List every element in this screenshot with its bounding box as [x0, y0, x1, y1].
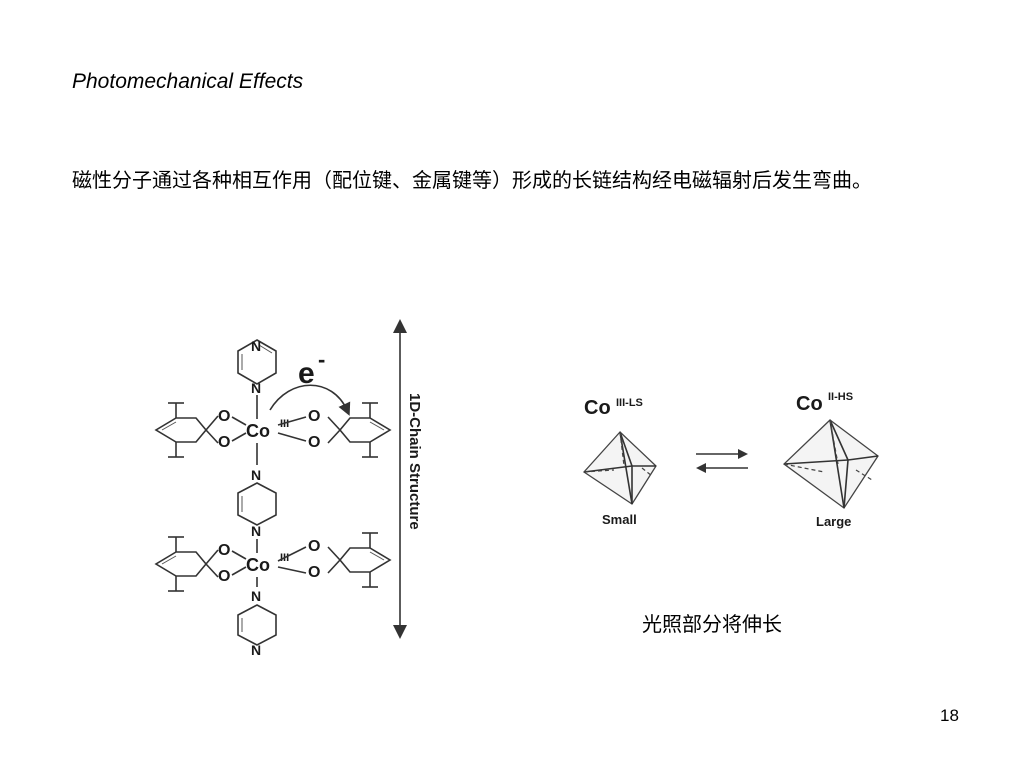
page-number: 18: [940, 706, 959, 725]
electron-symbol: e: [298, 357, 315, 390]
svg-text:O: O: [218, 434, 230, 451]
cobalt-label-left: Co: [584, 397, 611, 419]
svg-text:O: O: [218, 542, 230, 559]
svg-text:O: O: [308, 434, 320, 451]
cobalt-unit-lower: Co III O O O O: [154, 532, 392, 592]
size-label-small: Small: [602, 512, 637, 527]
nitrogen-atom: N: [251, 588, 261, 604]
equilibrium-arrows: [696, 449, 748, 473]
cobalt-state-right: II-HS: [828, 391, 853, 403]
pyrazine-ring-bottom: N N: [237, 577, 277, 658]
nitrogen-atom: N: [251, 467, 261, 483]
slide-title: Photomechanical Effects: [72, 70, 304, 93]
nitrogen-atom: N: [251, 523, 261, 539]
oxidation-state: III: [280, 418, 289, 430]
svg-text:O: O: [308, 564, 320, 581]
cobalt-label-right: Co: [796, 393, 823, 415]
figure-caption: 光照部分将伸长: [642, 612, 782, 636]
octahedra-figure: Co III-LS Small Co II-HS Large: [583, 391, 879, 529]
size-label-large: Large: [816, 514, 851, 529]
pyrazine-ring-top: N N: [237, 338, 277, 396]
cobalt-atom: Co: [246, 421, 270, 441]
electron-charge: -: [318, 347, 325, 372]
octahedron-large: [782, 419, 879, 509]
svg-text:O: O: [308, 538, 320, 555]
cobalt-unit-upper: Co III O O O O: [154, 395, 392, 458]
nitrogen-atom: N: [251, 338, 261, 354]
nitrogen-atom: N: [251, 642, 261, 658]
octahedron-small: [583, 431, 657, 505]
nitrogen-atom: N: [251, 380, 261, 396]
chain-axis-arrow: [393, 319, 407, 639]
svg-text:O: O: [218, 568, 230, 585]
chain-structure-figure: N N e - Co III O O O O: [154, 319, 423, 658]
cobalt-atom: Co: [246, 555, 270, 575]
pyrazine-ring-middle: N N: [237, 443, 277, 553]
svg-text:O: O: [308, 408, 320, 425]
chain-structure-label: 1D-Chain Structure: [406, 393, 423, 530]
svg-text:O: O: [218, 408, 230, 425]
slide-body-text: 磁性分子通过各种相互作用（配位键、金属键等）形成的长链结构经电磁辐射后发生弯曲。: [72, 168, 872, 192]
cobalt-state-left: III-LS: [616, 397, 643, 409]
